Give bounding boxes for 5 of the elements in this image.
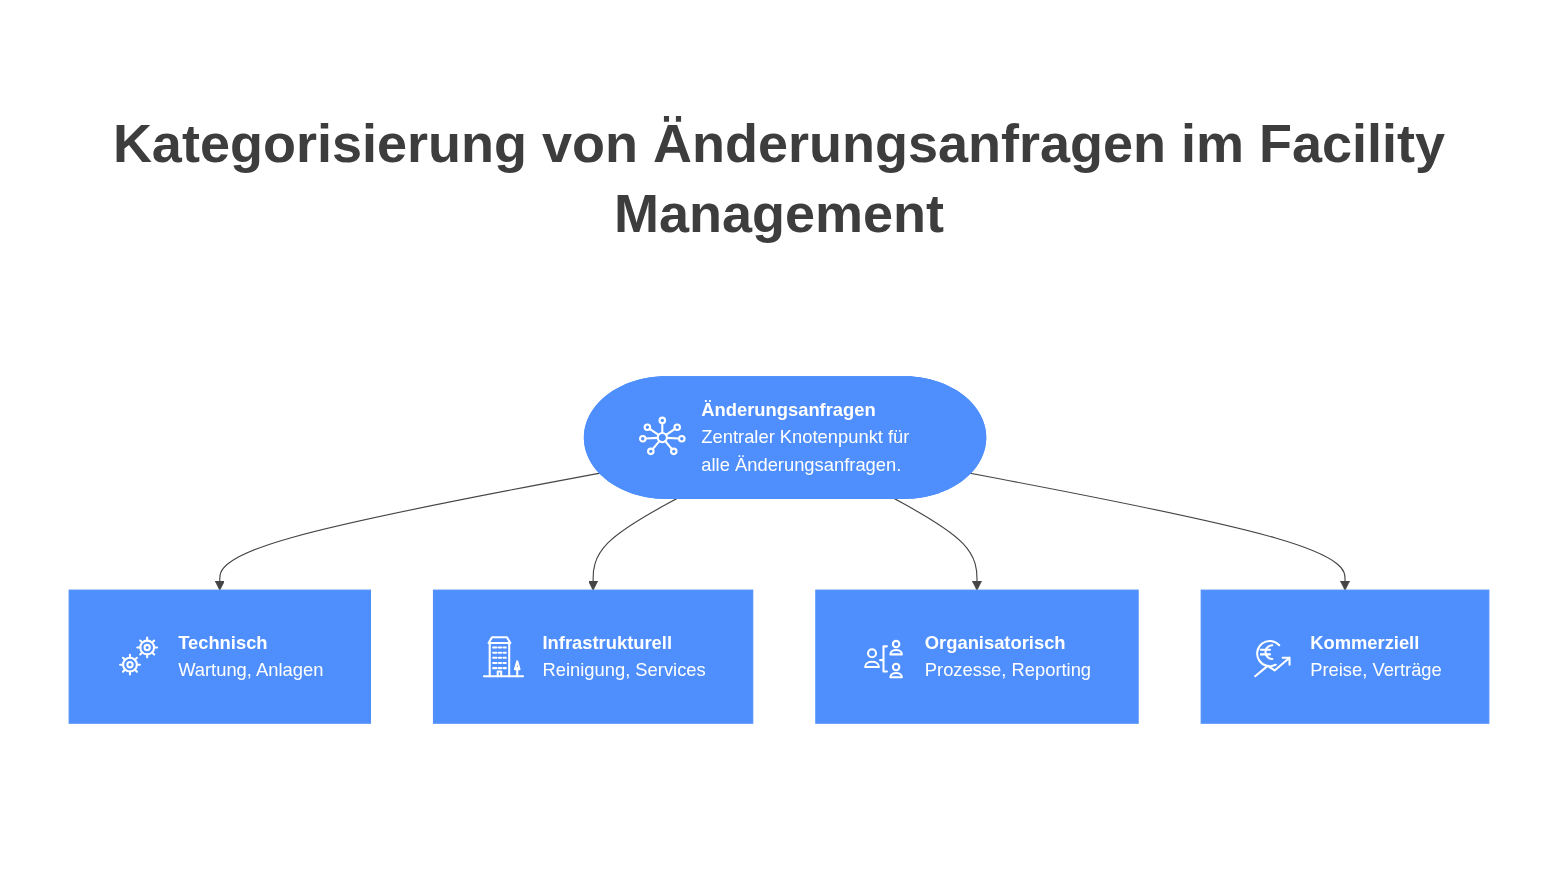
node-box: Infrastrukturell Reinigung, Services — [432, 589, 754, 724]
node-box: Organisatorisch Prozesse, Reporting — [815, 589, 1139, 724]
node-box: Kommerziell Preise, Verträge — [1200, 589, 1490, 724]
node-box: Technisch Wartung, Anlagen — [68, 589, 371, 724]
diagram-title: Kategorisierung von Änderungsanfragen im Facility Management — [111, 112, 1447, 245]
